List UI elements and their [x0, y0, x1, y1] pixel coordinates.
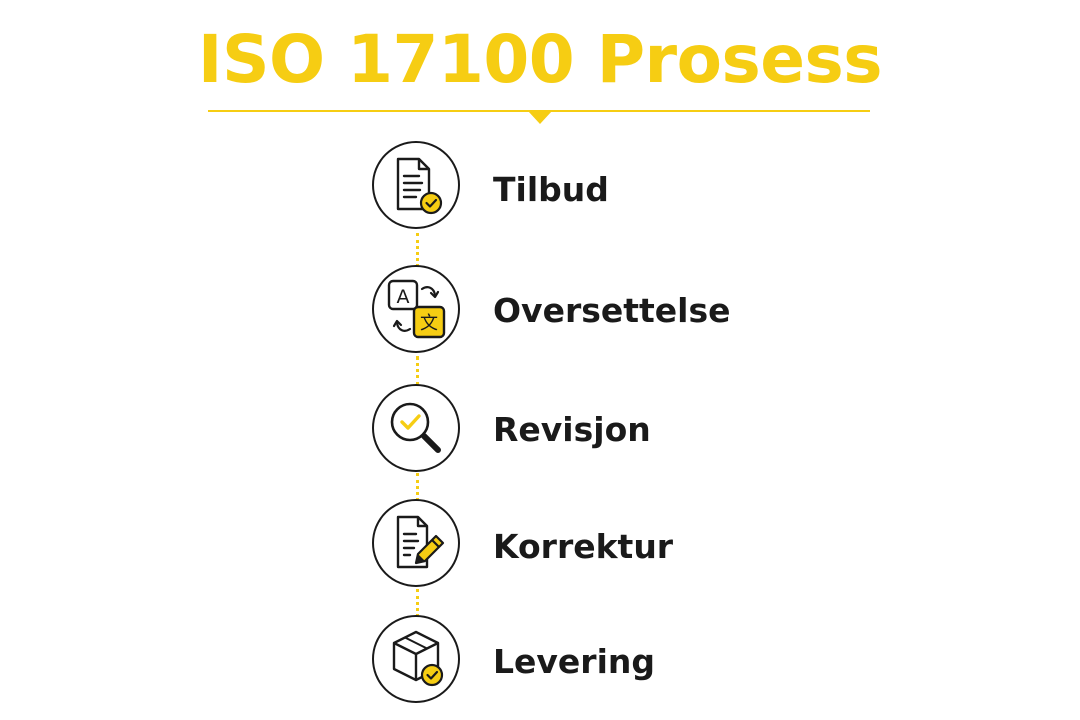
magnifier-check-icon — [390, 402, 441, 453]
step-icon-circle — [372, 615, 460, 703]
translate-source-glyph: A — [397, 286, 410, 308]
step-label: Korrektur — [493, 527, 674, 566]
translate-icon: A 文 — [387, 279, 446, 339]
step-connector — [416, 356, 419, 386]
step-connector — [416, 473, 419, 501]
step-label: Oversettelse — [493, 291, 731, 330]
step-icon-circle: A 文 — [372, 265, 460, 353]
box-check-icon — [392, 630, 444, 687]
document-pencil-icon — [396, 515, 445, 569]
translate-target-glyph: 文 — [420, 313, 438, 334]
step-icon-circle — [372, 141, 460, 229]
document-check-icon — [396, 157, 443, 215]
step-icon-circle — [372, 499, 460, 587]
title-pointer — [528, 111, 552, 124]
step-label: Revisjon — [493, 410, 651, 449]
page-title: ISO 17100 Prosess — [197, 21, 883, 98]
step-icon-circle — [372, 384, 460, 472]
step-label: Levering — [493, 642, 656, 681]
step-connector — [416, 233, 419, 267]
step-label: Tilbud — [493, 170, 609, 209]
step-connector — [416, 589, 419, 617]
